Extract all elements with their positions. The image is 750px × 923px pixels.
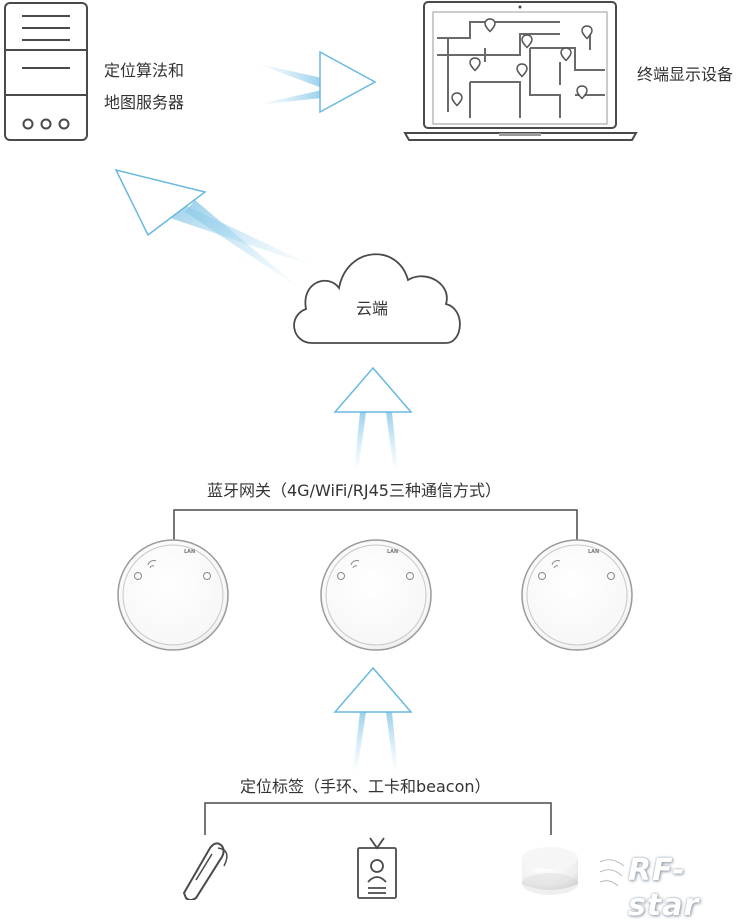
gateway-3-lan-badge: LAN bbox=[588, 549, 600, 555]
diagram-canvas bbox=[4, 1, 638, 900]
gateway-device-3 bbox=[521, 539, 633, 651]
terminal-label: 终端显示设备 bbox=[637, 65, 734, 84]
gateway-1-lan-badge: LAN bbox=[184, 549, 196, 555]
arrow-to-server bbox=[114, 168, 318, 290]
cloud-icon bbox=[293, 253, 461, 344]
gateway-bracket bbox=[173, 509, 578, 540]
id-card-icon bbox=[357, 837, 397, 899]
gateway-device-2 bbox=[320, 539, 432, 651]
wristband-icon bbox=[182, 842, 228, 900]
gateway-label: 蓝牙网关（4G/WiFi/RJ45三种通信方式） bbox=[207, 481, 501, 500]
tag-bracket bbox=[204, 802, 552, 835]
server-label-line2: 地图服务器 bbox=[104, 93, 185, 112]
beacon-icon bbox=[522, 847, 578, 895]
arrow-to-terminal bbox=[255, 50, 377, 114]
rf-star-logo-icon bbox=[599, 857, 626, 888]
server-label-line1: 定位算法和 bbox=[104, 61, 185, 80]
gateway-device-1 bbox=[117, 539, 229, 651]
server-icon bbox=[4, 2, 88, 141]
arrow-to-cloud bbox=[333, 366, 413, 472]
brand-logo: RF-star bbox=[628, 853, 700, 923]
arrow-to-gateway bbox=[333, 666, 413, 772]
tags-label: 定位标签（手环、工卡和beacon） bbox=[240, 777, 491, 796]
laptop-icon bbox=[403, 1, 638, 141]
gateway-2-lan-badge: LAN bbox=[387, 549, 399, 555]
map-pin-icon bbox=[451, 18, 593, 107]
cloud-label: 云端 bbox=[356, 299, 389, 318]
